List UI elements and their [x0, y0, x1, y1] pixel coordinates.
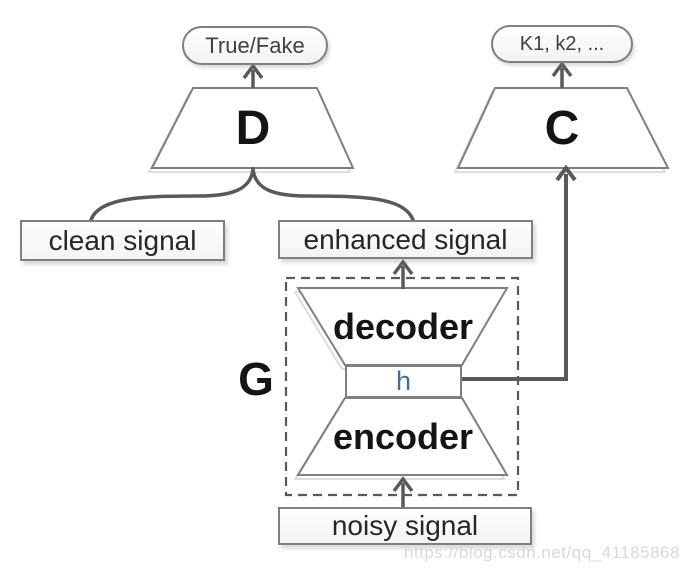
truefake-output-node: True/Fake — [182, 26, 328, 65]
arrow-classifier-to-classes — [551, 61, 573, 88]
arrow-latent-to-classifier — [462, 164, 577, 381]
decoder-label: decoder — [332, 306, 474, 347]
csdn-watermark: https://blog.csdn.net/qq_41185868 — [403, 543, 680, 562]
class-output-label: K1, k2, ... — [519, 32, 605, 55]
encoder-trapezoid — [296, 397, 509, 476]
noisy-signal-label: noisy signal — [331, 510, 479, 541]
classifier-label: C — [544, 101, 580, 155]
discriminator-label: D — [235, 101, 271, 155]
clean-signal-box: clean signal — [20, 220, 225, 261]
latent-h-box: h — [345, 365, 462, 398]
enhanced-signal-label: enhanced signal — [303, 223, 508, 255]
classifier-trapezoid — [456, 87, 670, 169]
discriminator-trapezoid — [150, 87, 355, 169]
discriminator-input-brace — [89, 167, 415, 222]
class-output-node: K1, k2, ... — [491, 25, 633, 63]
noisy-signal-box: noisy signal — [278, 507, 532, 545]
enhanced-signal-box: enhanced signal — [278, 220, 533, 259]
decoder-trapezoid — [296, 287, 509, 366]
generator-label: G — [238, 353, 274, 405]
arrow-decoder-to-enhanced — [392, 259, 414, 289]
latent-h-label: h — [395, 366, 412, 396]
arrow-discriminator-to-truefake — [242, 63, 264, 88]
clean-signal-label: clean signal — [48, 224, 197, 256]
arrow-noisy-to-encoder — [392, 476, 414, 507]
encoder-label: encoder — [332, 416, 474, 457]
truefake-label: True/Fake — [205, 32, 305, 58]
